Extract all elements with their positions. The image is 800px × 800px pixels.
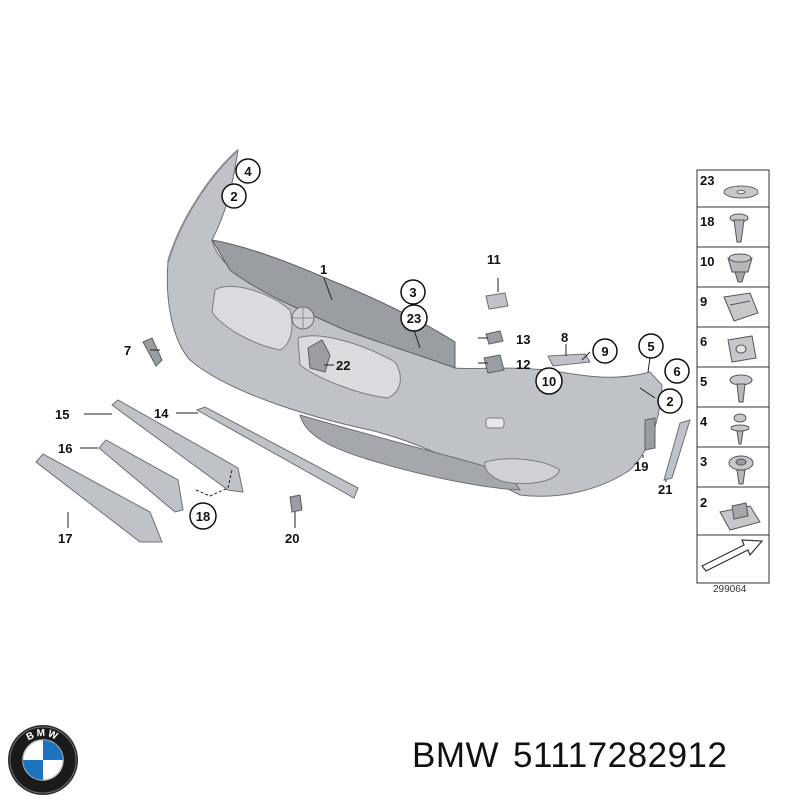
bracket-part — [547, 353, 591, 367]
legend-item-3: 3 — [700, 454, 754, 485]
callout-14: 14 — [154, 406, 169, 421]
clamp-nut-icon — [727, 335, 757, 363]
legend-item-9: 9 — [700, 292, 759, 322]
callout-1: 1 — [320, 262, 327, 277]
legend-item-5: 5 — [700, 374, 753, 403]
front-bumper-trim-panel — [166, 148, 663, 497]
svg-text:9: 9 — [700, 294, 707, 309]
trim-strip-part — [98, 439, 184, 513]
bmw-logo-lettering: BMW — [25, 728, 61, 743]
svg-text:5: 5 — [647, 339, 654, 354]
svg-text:2: 2 — [700, 495, 707, 510]
expanding-rivet-icon — [729, 213, 749, 243]
bmw-logo: BMW — [8, 725, 78, 795]
trim-strip-part — [111, 399, 244, 493]
svg-text:2: 2 — [666, 394, 673, 409]
fastener-legend: 23 18 10 9 — [696, 169, 770, 595]
callout-16: 16 — [58, 441, 72, 456]
clip-part — [289, 494, 303, 513]
svg-text:4: 4 — [700, 414, 708, 429]
part-caption: BMW 51117282912 — [412, 736, 727, 776]
front-direction-arrow-icon — [701, 539, 764, 572]
callout-18: 18 — [189, 502, 217, 530]
callout-15: 15 — [55, 407, 69, 422]
callout-labels: 1 11 13 12 8 7 22 15 14 16 17 20 19 21 — [55, 252, 672, 546]
bracket-part — [644, 417, 656, 451]
svg-text:4: 4 — [244, 164, 252, 179]
legend-item-6: 6 — [700, 334, 757, 363]
fillister-screw-icon — [730, 413, 750, 445]
clip-part — [485, 330, 504, 345]
svg-text:3: 3 — [700, 454, 707, 469]
callout-2-right: 2 — [657, 388, 683, 414]
trim-piece-part — [142, 337, 163, 367]
svg-text:18: 18 — [700, 214, 714, 229]
svg-text:2: 2 — [230, 189, 237, 204]
callout-20: 20 — [285, 531, 299, 546]
callout-22: 22 — [336, 358, 350, 373]
callout-17: 17 — [58, 531, 72, 546]
callout-23: 23 — [400, 304, 428, 332]
speed-nut-icon — [719, 502, 761, 531]
mounting-bracket-part — [307, 339, 331, 373]
legend-item-10: 10 — [700, 253, 753, 283]
svg-text:9: 9 — [601, 344, 608, 359]
svg-text:23: 23 — [407, 311, 421, 326]
washer-icon — [723, 185, 759, 199]
svg-text:18: 18 — [196, 509, 210, 524]
callout-12: 12 — [516, 357, 530, 372]
brand-name: BMW — [412, 736, 500, 775]
svg-text:5: 5 — [700, 374, 707, 389]
hex-screw-icon — [729, 374, 753, 403]
legend-item-18: 18 — [700, 213, 749, 243]
circled-callouts: 4 2 3 23 9 10 5 6 — [189, 158, 690, 530]
cover-part — [485, 292, 509, 310]
part-number: 51117282912 — [513, 736, 728, 775]
callout-19: 19 — [634, 459, 648, 474]
legend-item-23: 23 — [700, 173, 759, 199]
callout-5: 5 — [638, 333, 664, 359]
callout-3: 3 — [400, 279, 426, 305]
callout-4: 4 — [235, 158, 261, 184]
clip-nut-icon — [723, 292, 759, 322]
svg-text:3: 3 — [409, 285, 416, 300]
trim-strip-part — [663, 419, 691, 481]
callout-6: 6 — [664, 358, 690, 384]
callout-13: 13 — [516, 332, 530, 347]
legend-item-4: 4 — [700, 413, 750, 445]
leader-lines — [67, 277, 667, 528]
svg-text:10: 10 — [542, 374, 556, 389]
collar-screw-icon — [728, 455, 754, 485]
legend-item-2: 2 — [700, 495, 761, 531]
spreading-nut-icon — [727, 253, 753, 283]
svg-text:6: 6 — [700, 334, 707, 349]
svg-text:23: 23 — [700, 173, 714, 188]
callout-21: 21 — [658, 482, 672, 497]
callout-9: 9 — [592, 338, 618, 364]
trim-strip-part — [35, 453, 163, 543]
callout-7: 7 — [124, 343, 131, 358]
callout-10: 10 — [535, 367, 563, 395]
svg-text:10: 10 — [700, 254, 714, 269]
callout-2: 2 — [221, 183, 247, 209]
callout-11: 11 — [487, 252, 501, 267]
clip-part — [483, 354, 505, 374]
trim-strip-part — [195, 406, 359, 499]
callout-8: 8 — [561, 330, 568, 345]
svg-text:6: 6 — [673, 364, 680, 379]
figure-number: 299064 — [713, 584, 747, 595]
